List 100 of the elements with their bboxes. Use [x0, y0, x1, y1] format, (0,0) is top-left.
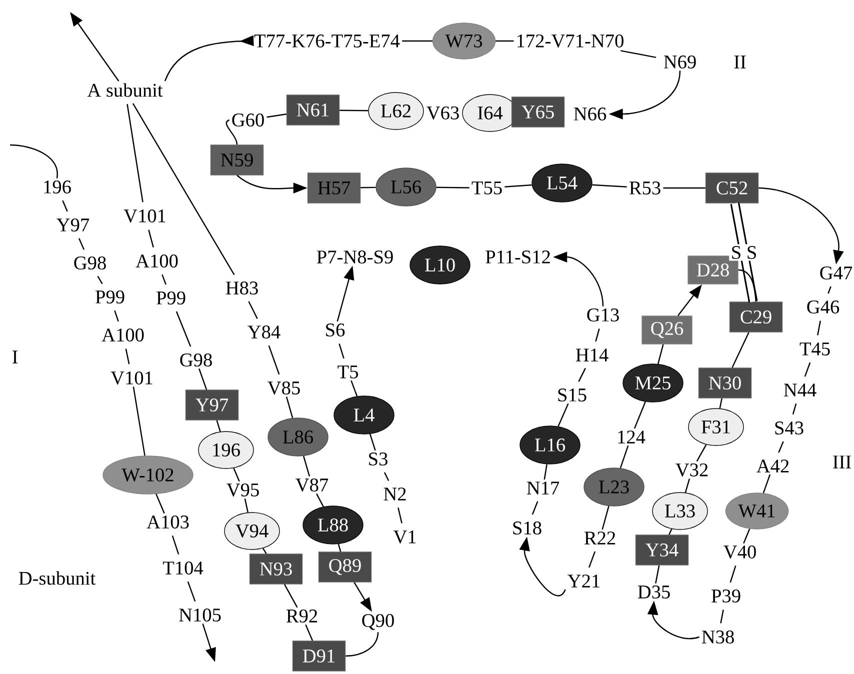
residue-box: Q26	[642, 316, 692, 344]
residue-label: A100	[136, 254, 178, 268]
residue-box: Y65	[511, 96, 565, 128]
residue-box: Y97	[185, 390, 239, 420]
connector	[663, 187, 706, 189]
residue-label: V63	[426, 106, 459, 120]
residue-label: T5	[338, 366, 358, 378]
residue-label: S18	[513, 522, 542, 535]
residue-label: G13	[587, 308, 619, 322]
residue-label: N17	[526, 482, 560, 494]
residue-label: N105	[179, 608, 221, 622]
disulfide-bond	[730, 202, 758, 303]
connector	[655, 565, 660, 584]
residue-label: S6	[326, 324, 345, 336]
connector	[684, 478, 690, 493]
residue-label: N66	[574, 108, 606, 120]
residue-label: G60	[232, 114, 264, 127]
residue-label: R22	[584, 532, 616, 544]
connector	[62, 200, 68, 212]
residue-label: P99	[96, 290, 124, 304]
edge-label: S S	[729, 244, 759, 261]
connector	[578, 368, 586, 382]
connector	[97, 276, 103, 284]
residue-label: R53	[629, 182, 660, 194]
residue-label: Y84	[248, 326, 280, 339]
residue-label: D35	[638, 586, 670, 598]
region-label: II	[734, 56, 746, 68]
connector	[778, 441, 784, 453]
connector	[316, 493, 324, 507]
connector	[172, 535, 180, 555]
connector	[592, 184, 627, 188]
connector	[634, 402, 646, 429]
connector	[544, 464, 548, 480]
residue-label: P11-S12	[486, 250, 550, 264]
residue-label: G98	[74, 256, 106, 270]
connector	[338, 544, 342, 552]
subunit-label: A subunit	[87, 83, 163, 97]
connector	[668, 528, 672, 535]
residue-box: N59	[210, 144, 264, 176]
connector	[262, 548, 267, 554]
residue-label: H14	[576, 348, 608, 362]
connector	[738, 269, 757, 302]
region-label: I	[12, 350, 18, 364]
residue-label: P39	[712, 590, 740, 602]
residue-label: Y97	[56, 218, 90, 232]
residue-label: T55	[472, 182, 502, 194]
connector	[398, 508, 402, 524]
residue-box: H57	[307, 172, 361, 204]
residue-label: V95	[226, 483, 259, 497]
residue-label: N69	[664, 56, 696, 68]
connector	[132, 103, 235, 276]
residue-label: V85	[268, 381, 300, 395]
connector	[384, 472, 390, 482]
residue-box: N30	[698, 368, 752, 398]
residue-label: P99	[156, 292, 186, 304]
connector	[620, 445, 629, 468]
residue-label: N44	[784, 384, 816, 396]
residue-label: N38	[702, 630, 734, 644]
residue-box: N61	[286, 94, 340, 126]
connector	[305, 624, 314, 641]
connector	[732, 332, 750, 368]
connector	[730, 566, 736, 583]
residue-label: V32	[676, 463, 708, 477]
residue-label: H83	[226, 282, 258, 295]
connector	[148, 230, 154, 248]
connector	[286, 396, 294, 418]
connector	[595, 328, 600, 342]
residue-label: V101	[110, 371, 152, 385]
connector	[126, 104, 144, 202]
residue-label: 124	[618, 430, 646, 444]
connector	[156, 494, 165, 514]
residue-box: C52	[705, 172, 759, 204]
residue-label: S3	[369, 452, 388, 466]
residue-label: T45	[800, 342, 830, 356]
connector	[817, 320, 821, 336]
connector	[266, 114, 286, 118]
connector	[176, 311, 192, 347]
residue-label: V40	[724, 545, 756, 559]
connector	[248, 301, 258, 319]
connector	[369, 434, 376, 451]
connector	[496, 40, 514, 42]
connector	[10, 144, 58, 178]
connector	[216, 420, 221, 432]
connector	[114, 310, 119, 322]
residue-label: A103	[146, 516, 189, 529]
connector	[302, 456, 310, 476]
connector	[804, 362, 811, 377]
connector	[284, 584, 298, 608]
connector	[162, 274, 166, 285]
residue-label: G47	[820, 266, 852, 280]
connector	[350, 380, 358, 396]
connector	[436, 186, 470, 188]
residue-label: N2	[384, 488, 406, 500]
connector	[588, 551, 596, 568]
connector	[402, 40, 432, 42]
connector	[340, 110, 368, 112]
residue-box: D91	[292, 640, 346, 672]
residue-label: G98	[180, 354, 212, 367]
connector	[198, 368, 208, 390]
residue-label: P7-N8-S9	[316, 250, 393, 264]
